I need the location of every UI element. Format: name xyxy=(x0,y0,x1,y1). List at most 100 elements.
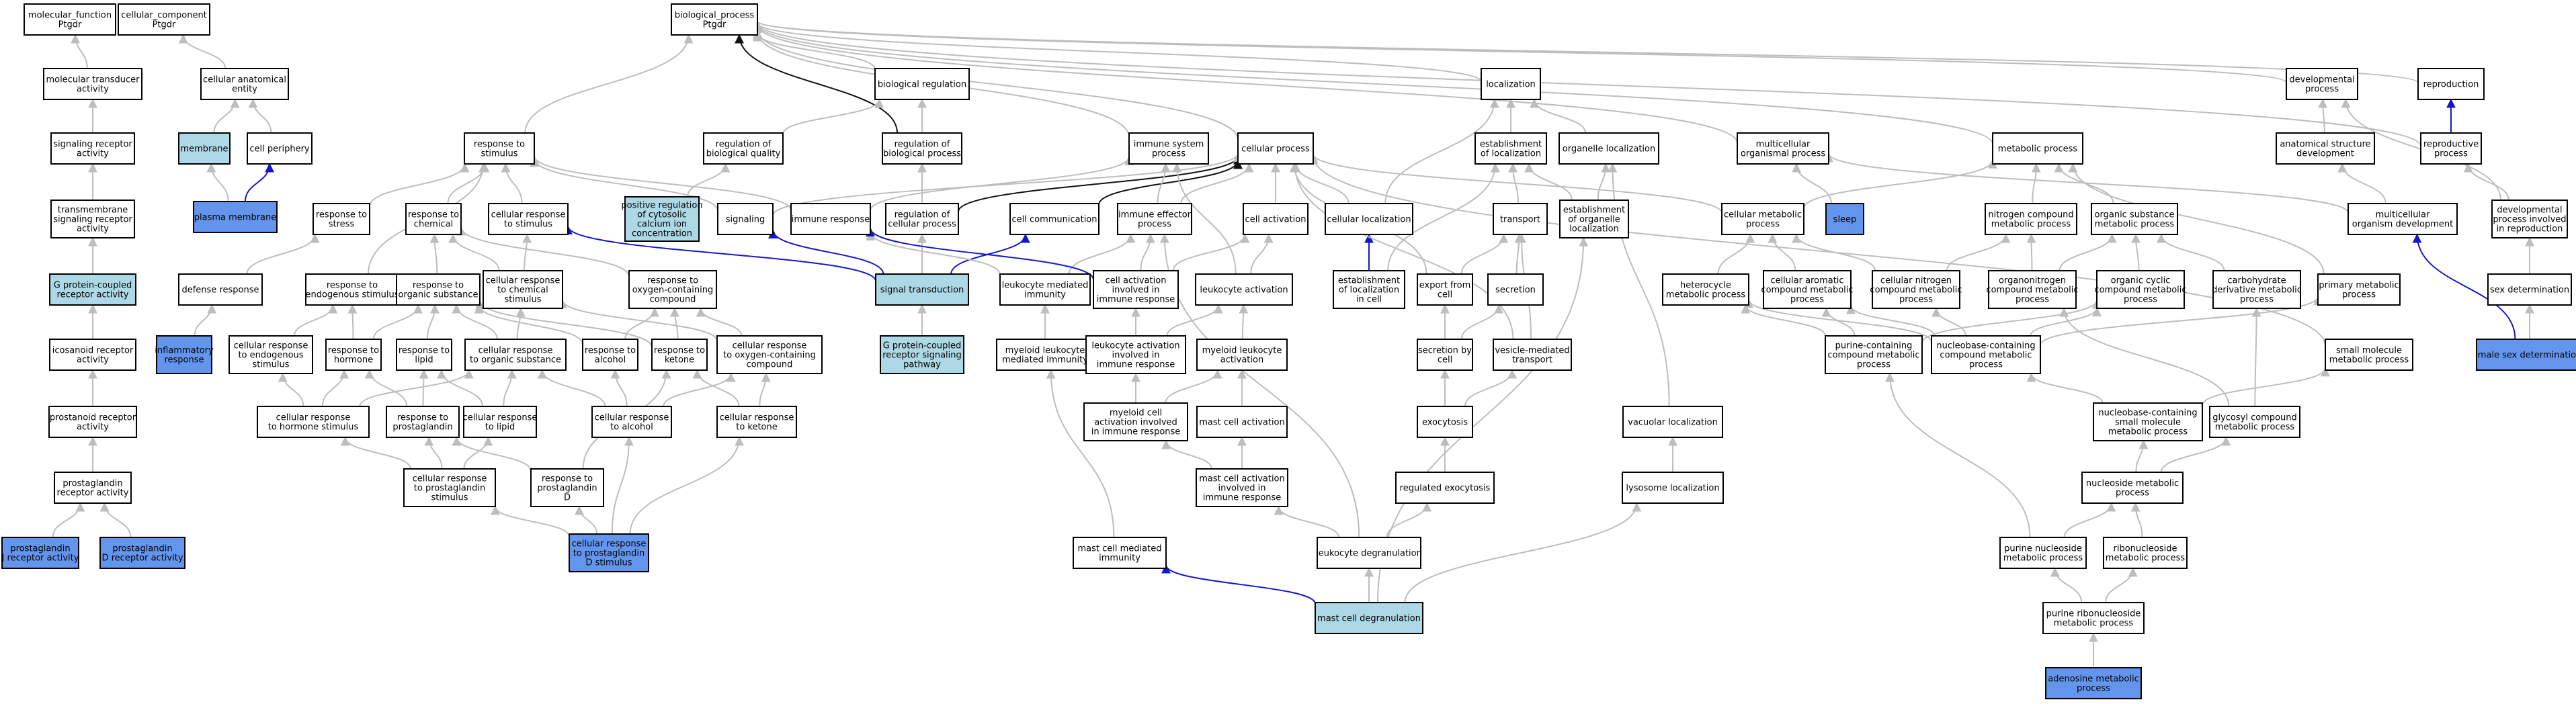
node-box-mcaiir[interactable] xyxy=(1083,402,1188,441)
node-box-smmp[interactable] xyxy=(2325,339,2413,371)
node-box-ralc[interactable] xyxy=(582,339,638,371)
node-rexo[interactable]: regulated exocytosis xyxy=(1395,472,1495,504)
node-box-crlip[interactable] xyxy=(463,406,537,438)
node-pmem[interactable]: plasma membrane xyxy=(193,201,278,233)
node-box-crendo[interactable] xyxy=(228,335,313,374)
node-box-nsmp[interactable] xyxy=(2081,472,2184,504)
node-box-bp[interactable] xyxy=(671,3,758,36)
node-mcd[interactable]: mast cell degranulation xyxy=(1315,602,1423,634)
node-vacloc[interactable]: vacuolar localization xyxy=(1622,406,1723,438)
node-box-sleep[interactable] xyxy=(1825,203,1864,235)
node-ccomm[interactable]: cell communication xyxy=(1009,203,1099,235)
node-box-pgj[interactable] xyxy=(1,537,79,569)
node-box-oncmp[interactable] xyxy=(1988,270,2077,309)
node-box-metp[interactable] xyxy=(1992,132,2083,165)
node-box-msd[interactable] xyxy=(2476,339,2576,371)
node-repro[interactable]: reproduction xyxy=(2417,68,2485,100)
node-box-loc[interactable] xyxy=(1481,68,1541,100)
node-sleep[interactable]: sleep xyxy=(1825,203,1864,235)
node-box-crpgd[interactable] xyxy=(569,533,649,572)
node-box-rchem[interactable] xyxy=(405,203,462,235)
node-box-ira[interactable] xyxy=(49,339,136,371)
node-box-st[interactable] xyxy=(875,273,969,306)
node-orgloc[interactable]: organelle localization xyxy=(1559,132,1659,165)
node-box-pnmp[interactable] xyxy=(1999,537,2087,569)
node-box-cellp[interactable] xyxy=(1237,132,1314,165)
node-box-trans[interactable] xyxy=(1493,203,1548,235)
node-box-rstim[interactable] xyxy=(464,132,535,165)
node-biorg[interactable]: biological regulation xyxy=(874,68,970,100)
node-sig[interactable]: signaling xyxy=(717,203,774,235)
node-box-hmp[interactable] xyxy=(1662,273,1749,306)
node-box-lmi[interactable] xyxy=(999,273,1091,306)
node-box-mcmi[interactable] xyxy=(1073,537,1167,569)
node-box-mlmi[interactable] xyxy=(996,339,1094,371)
node-box-biorg[interactable] xyxy=(874,68,970,100)
node-box-tsra[interactable] xyxy=(50,200,135,238)
node-box-rpgd[interactable] xyxy=(530,468,604,507)
node-box-infl[interactable] xyxy=(156,335,212,374)
node-box-pccmp[interactable] xyxy=(1825,335,1923,374)
node-box-pmp[interactable] xyxy=(2317,273,2401,306)
node-box-lysloc[interactable] xyxy=(1622,472,1724,504)
node-box-mcd[interactable] xyxy=(1315,602,1423,634)
node-box-eoloc[interactable] xyxy=(1559,200,1629,238)
node-box-sig[interactable] xyxy=(717,203,774,235)
node-secr[interactable]: secretion xyxy=(1487,273,1544,306)
node-box-gcmp[interactable] xyxy=(2209,406,2300,438)
node-box-ir[interactable] xyxy=(790,203,871,235)
node-box-pmem[interactable] xyxy=(193,201,278,233)
node-box-rbq[interactable] xyxy=(703,132,784,165)
node-msd[interactable]: male sex determination xyxy=(2476,339,2576,371)
node-box-secr[interactable] xyxy=(1487,273,1544,306)
node-box-prcyt[interactable] xyxy=(624,196,700,242)
node-box-osmp[interactable] xyxy=(2091,203,2178,235)
node-box-crpg[interactable] xyxy=(403,468,496,507)
node-box-cncmp[interactable] xyxy=(1872,270,1960,309)
node-box-roxy[interactable] xyxy=(628,270,717,309)
node-box-cloc[interactable] xyxy=(1325,203,1413,235)
node-box-cralc[interactable] xyxy=(591,406,672,438)
node-box-gpcr[interactable] xyxy=(49,273,136,306)
node-box-sra[interactable] xyxy=(50,132,135,165)
node-box-isp[interactable] xyxy=(1128,132,1209,165)
